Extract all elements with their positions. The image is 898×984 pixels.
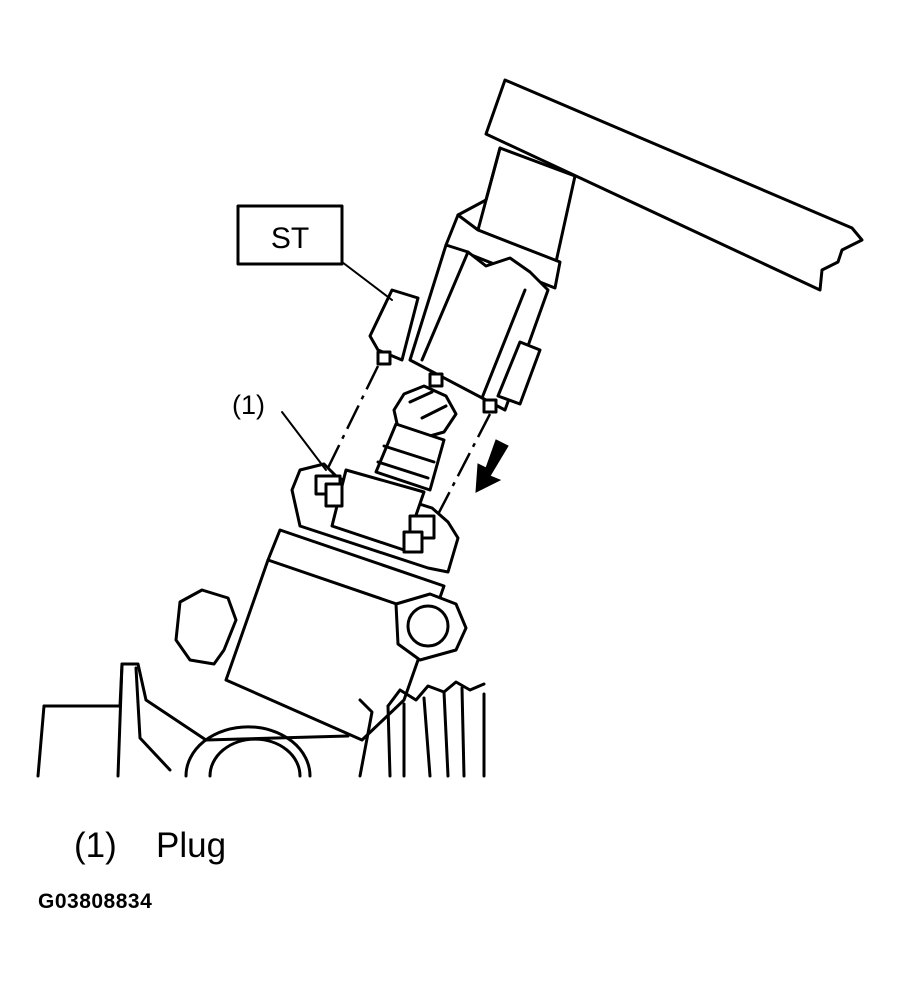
callout-1-label: (1)	[232, 390, 265, 420]
arrow-down-left-icon	[475, 439, 509, 493]
valve-housing-top	[290, 462, 460, 574]
st-label-box: ST	[236, 204, 393, 301]
special-tool-socket	[368, 213, 562, 414]
legend: (1) Plug	[74, 826, 226, 866]
alignment-lines	[324, 365, 492, 527]
legend-item-number: (1)	[74, 826, 117, 865]
pinion-shaft	[374, 384, 458, 492]
steering-gearbox-diagram: ST (1)	[36, 78, 864, 778]
callout-1: (1)	[232, 390, 327, 471]
valve-housing-body	[224, 528, 468, 742]
figure-id: G03808834	[38, 890, 153, 913]
wrench-handle	[456, 78, 864, 292]
rack-housing	[36, 588, 486, 778]
legend-item-text: Plug	[156, 826, 227, 865]
st-label: ST	[271, 222, 309, 255]
